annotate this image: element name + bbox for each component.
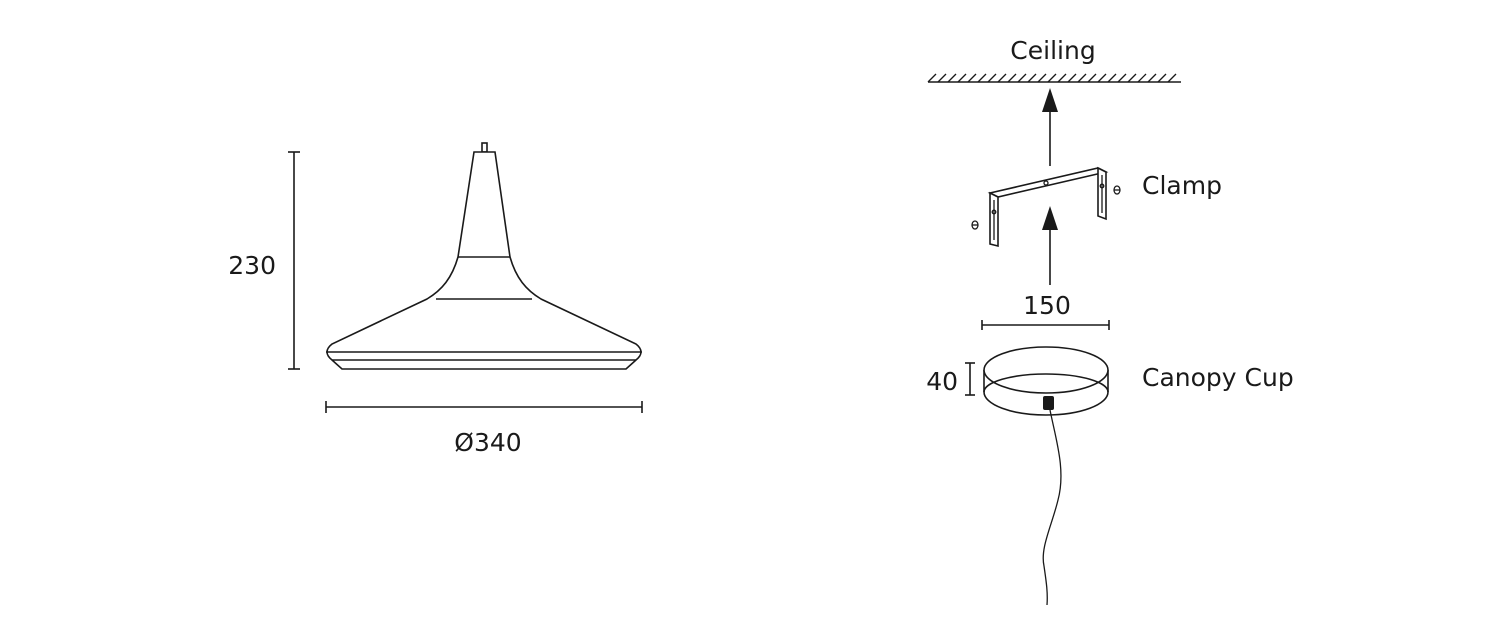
hatch-stroke [1087,73,1097,83]
canopy-height-dimension: 40 [926,362,975,396]
canopy-width-label: 150 [1023,291,1071,320]
hatch-stroke [1157,73,1167,83]
arrow-to-ceiling [1042,88,1058,166]
hatch-stroke [1057,73,1067,83]
hatch-stroke [1007,73,1017,83]
hatch-stroke [1117,73,1127,83]
hatch-stroke [937,73,947,83]
lamp-shade [326,151,642,370]
hatch-stroke [927,73,937,83]
hatch-stroke [1017,73,1027,83]
clamp-label: Clamp [1142,171,1222,200]
clamp-bracket [971,166,1121,248]
height-dimension: 230 [228,151,300,370]
hatch-stroke [967,73,977,83]
hatch-stroke [1127,73,1137,83]
clamp-screw-right [1113,185,1121,195]
diameter-dimension: Ø340 [325,401,643,457]
hatch-stroke [987,73,997,83]
hatch-stroke [1077,73,1087,83]
hatch-stroke [977,73,987,83]
hatch-stroke [1047,73,1057,83]
hatch-stroke [1037,73,1047,83]
ceiling-label: Ceiling [1010,36,1095,65]
clamp-screw-left [971,220,979,230]
lamp-stem [481,142,488,153]
hatch-stroke [1107,73,1117,83]
hatch-stroke [947,73,957,83]
pendant-lamp [326,142,642,370]
arrow-to-clamp [1042,206,1058,285]
hatch-stroke [1067,73,1077,83]
canopy-width-dimension: 150 [981,291,1110,330]
cable-gland [1043,396,1054,410]
hatch-stroke [1147,73,1157,83]
hatch-stroke [1027,73,1037,83]
hatch-stroke [1167,73,1177,83]
canopy-height-label: 40 [926,367,958,396]
power-cord [1042,409,1062,606]
canopy-label: Canopy Cup [1142,363,1294,392]
hatch-stroke [1137,73,1147,83]
height-label: 230 [228,251,276,280]
hatch-stroke [997,73,1007,83]
hatch-stroke [1097,73,1107,83]
hatch-stroke [957,73,967,83]
diameter-label: Ø340 [454,428,521,457]
ceiling-hatching [927,73,1177,83]
canopy-cup [983,346,1109,606]
ceiling: Ceiling [927,36,1181,83]
